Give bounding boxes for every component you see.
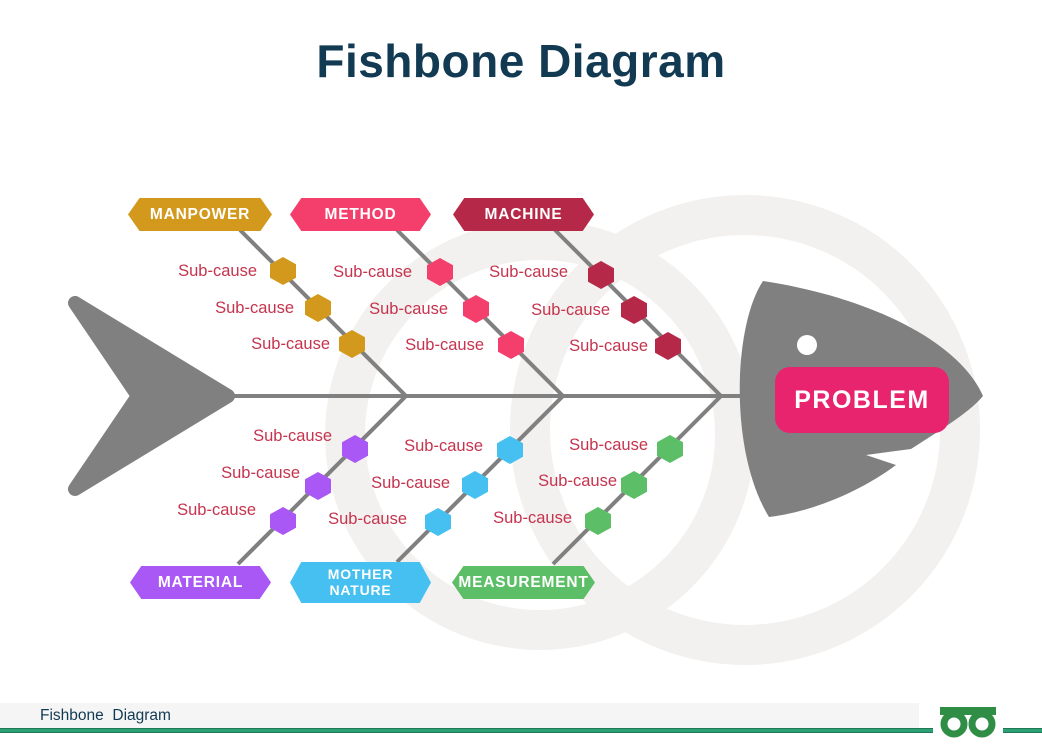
category-badge-manpower: MANPOWER bbox=[128, 198, 272, 231]
category-badge-measurement: MEASUREMENT bbox=[452, 566, 595, 599]
subcause-label: Sub-cause bbox=[493, 509, 572, 527]
category-badge-mother-nature: MOTHER NATURE bbox=[290, 562, 431, 603]
fish-tail-shape bbox=[68, 296, 235, 496]
subcause-label: Sub-cause bbox=[177, 501, 256, 519]
subcause-label: Sub-cause bbox=[251, 335, 330, 353]
page-title: Fishbone Diagram bbox=[316, 35, 726, 87]
footer-strip bbox=[0, 703, 919, 728]
category-label: MACHINE bbox=[484, 205, 563, 223]
subcause-label: Sub-cause bbox=[489, 263, 568, 281]
category-label: MOTHER NATURE bbox=[327, 565, 394, 598]
subcause-label: Sub-cause bbox=[405, 336, 484, 354]
subcause-label: Sub-cause bbox=[404, 437, 483, 455]
problem-box: PROBLEM bbox=[775, 367, 949, 433]
subcause-label: Sub-cause bbox=[178, 262, 257, 280]
subcause-label: Sub-cause bbox=[333, 263, 412, 281]
subcause-label: Sub-cause bbox=[215, 299, 294, 317]
geeksforgeeks-logo bbox=[933, 698, 1003, 740]
watermark-ring-left bbox=[325, 220, 755, 650]
logo-right-ring bbox=[968, 710, 996, 738]
category-label: MEASUREMENT bbox=[458, 573, 589, 591]
subcause-label: Sub-cause bbox=[253, 427, 332, 445]
problem-label: PROBLEM bbox=[794, 385, 930, 414]
subcause-label: Sub-cause bbox=[328, 510, 407, 528]
subcause-label: Sub-cause bbox=[369, 300, 448, 318]
subcause-label: Sub-cause bbox=[569, 436, 648, 454]
category-badge-material: MATERIAL bbox=[130, 566, 271, 599]
logo-left-ring bbox=[940, 710, 968, 738]
subcause-label: Sub-cause bbox=[221, 464, 300, 482]
category-label: METHOD bbox=[324, 205, 397, 223]
fish-eye-icon bbox=[797, 335, 817, 355]
subcause-label: Sub-cause bbox=[538, 472, 617, 490]
category-label: MANPOWER bbox=[149, 205, 251, 223]
category-label: MATERIAL bbox=[157, 573, 244, 591]
footer-divider-line bbox=[1001, 728, 1042, 733]
category-badge-machine: MACHINE bbox=[453, 198, 594, 231]
category-badge-method: METHOD bbox=[290, 198, 431, 231]
footer-caption: Fishbone Diagram bbox=[40, 707, 171, 724]
subcause-label: Sub-cause bbox=[371, 474, 450, 492]
subcause-label: Sub-cause bbox=[531, 301, 610, 319]
footer-divider-line bbox=[0, 728, 933, 733]
subcause-label: Sub-cause bbox=[569, 337, 648, 355]
